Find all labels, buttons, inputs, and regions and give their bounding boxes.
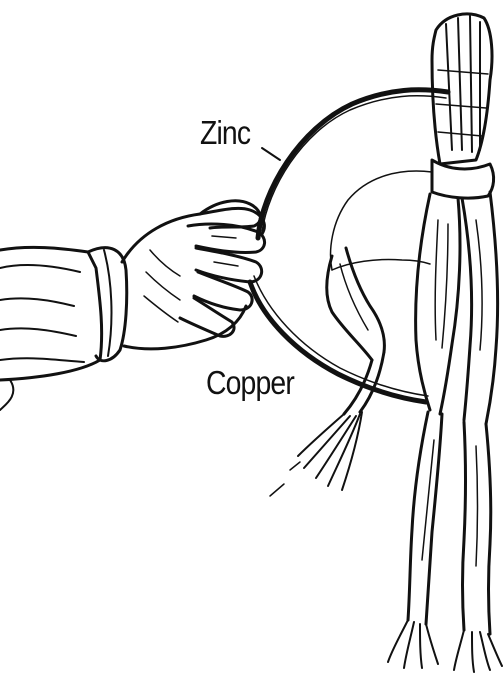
copper-label: Copper (206, 364, 294, 402)
zinc-wire (258, 90, 448, 238)
frog-legs (388, 14, 502, 672)
zinc-label: Zinc (200, 114, 250, 152)
